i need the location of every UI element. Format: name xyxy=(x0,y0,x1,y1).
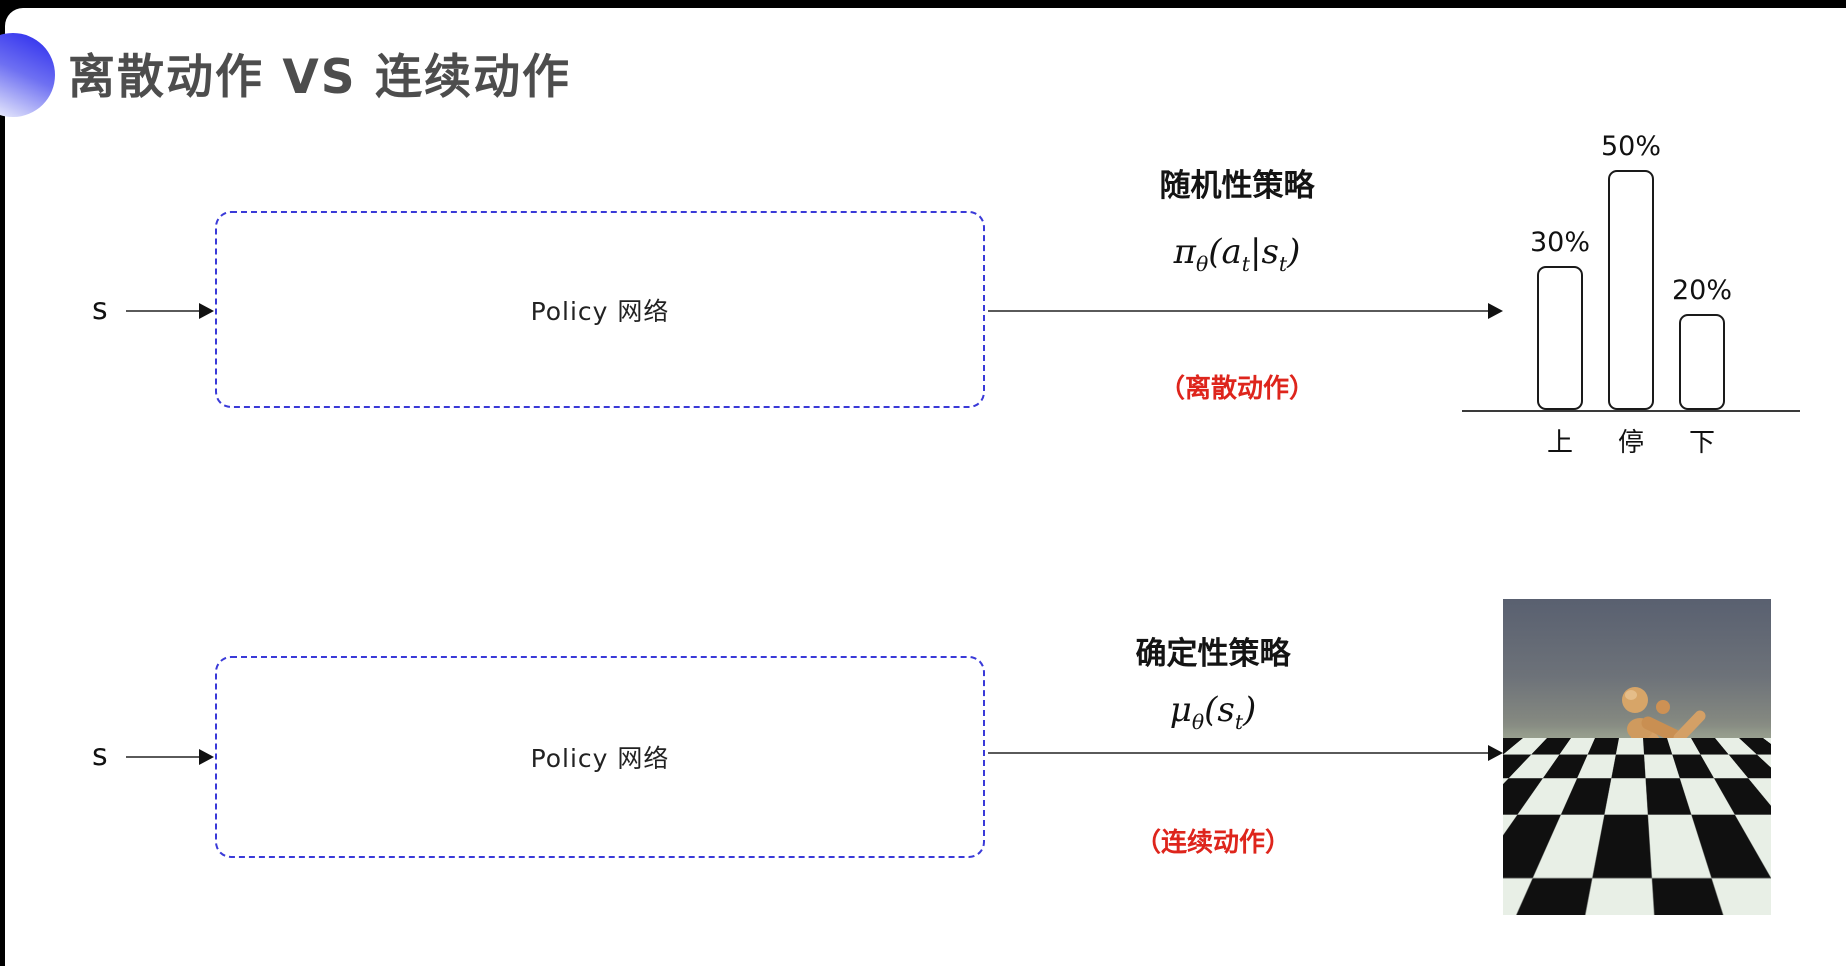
frame-edge-top xyxy=(0,0,1846,8)
bar-column: 30% xyxy=(1530,227,1590,410)
bar-column: 50% xyxy=(1601,131,1661,410)
bar xyxy=(1679,314,1725,410)
formula-arg1-sub: t xyxy=(1241,251,1250,276)
action-probability-bar-chart: 30% 50% 20% 上 停 下 xyxy=(1462,100,1800,459)
deterministic-policy-title: 确定性策略 xyxy=(1135,636,1291,672)
formula-arg1-sub: t xyxy=(1234,709,1244,734)
formula-arg1: s xyxy=(1217,690,1235,730)
page-title: 离散动作 VS 连续动作 xyxy=(68,50,571,105)
bar xyxy=(1608,170,1654,410)
humanoid-simulation-image xyxy=(1503,599,1771,915)
formula-close-paren: ) xyxy=(1243,690,1257,730)
formula-base: μ xyxy=(1169,690,1192,730)
arrow-head-icon xyxy=(1488,303,1503,319)
formula-open-paren: ( xyxy=(1204,690,1218,730)
formula-arg2: s xyxy=(1261,232,1279,272)
stochastic-policy-title: 随机性策略 xyxy=(1159,168,1315,204)
bar-value-label: 50% xyxy=(1601,131,1662,162)
bar-column: 20% xyxy=(1672,275,1732,410)
arrow-head-icon xyxy=(199,303,214,319)
bar xyxy=(1537,266,1583,410)
bar-category-label: 下 xyxy=(1688,428,1715,458)
bottom-input-arrow xyxy=(126,749,214,765)
top-output-arrow xyxy=(988,303,1503,319)
bottom-output-arrow xyxy=(988,745,1503,761)
formula-arg1: a xyxy=(1221,232,1242,272)
formula-base-sub: θ xyxy=(1195,251,1209,276)
formula-open-paren: ( xyxy=(1208,232,1222,272)
sim-sky xyxy=(1503,599,1771,740)
continuous-action-note: （连续动作） xyxy=(1134,828,1291,858)
top-input-arrow xyxy=(126,303,214,319)
discrete-action-note: （离散动作） xyxy=(1158,374,1315,404)
humanoid-figure xyxy=(1577,687,1706,864)
arrow-shaft xyxy=(126,756,202,758)
deterministic-policy-formula: μθ(st) xyxy=(1063,690,1363,734)
formula-separator: | xyxy=(1250,232,1262,272)
formula-base: π xyxy=(1173,232,1196,272)
top-state-input-label: s xyxy=(92,292,108,327)
arrow-head-icon xyxy=(199,749,214,765)
bar-category-labels: 上停下 xyxy=(1462,422,1800,459)
bar-category-label: 上 xyxy=(1546,428,1573,458)
stochastic-policy-formula: πθ(at|st) xyxy=(1087,232,1387,276)
bottom-state-input-label: s xyxy=(92,738,108,773)
bar-value-label: 30% xyxy=(1530,227,1591,258)
formula-close-paren: ) xyxy=(1287,232,1301,272)
bottom-policy-network-box: Policy 网络 xyxy=(215,656,985,858)
arrow-shaft xyxy=(126,310,202,312)
formula-base-sub: θ xyxy=(1191,709,1205,734)
arrow-shaft xyxy=(988,752,1491,754)
bar-columns: 30% 50% 20% xyxy=(1462,100,1800,412)
bar-category-label: 停 xyxy=(1617,428,1644,458)
bar-value-label: 20% xyxy=(1672,275,1733,306)
policy-box-label: Policy 网络 xyxy=(530,296,670,326)
arrow-shaft xyxy=(988,310,1491,312)
formula-arg2-sub: t xyxy=(1278,251,1288,276)
policy-box-label: Policy 网络 xyxy=(530,744,670,773)
arrow-head-icon xyxy=(1488,745,1503,761)
frame-edge-left xyxy=(0,0,5,966)
top-policy-network-box: Policy 网络 xyxy=(215,211,985,408)
